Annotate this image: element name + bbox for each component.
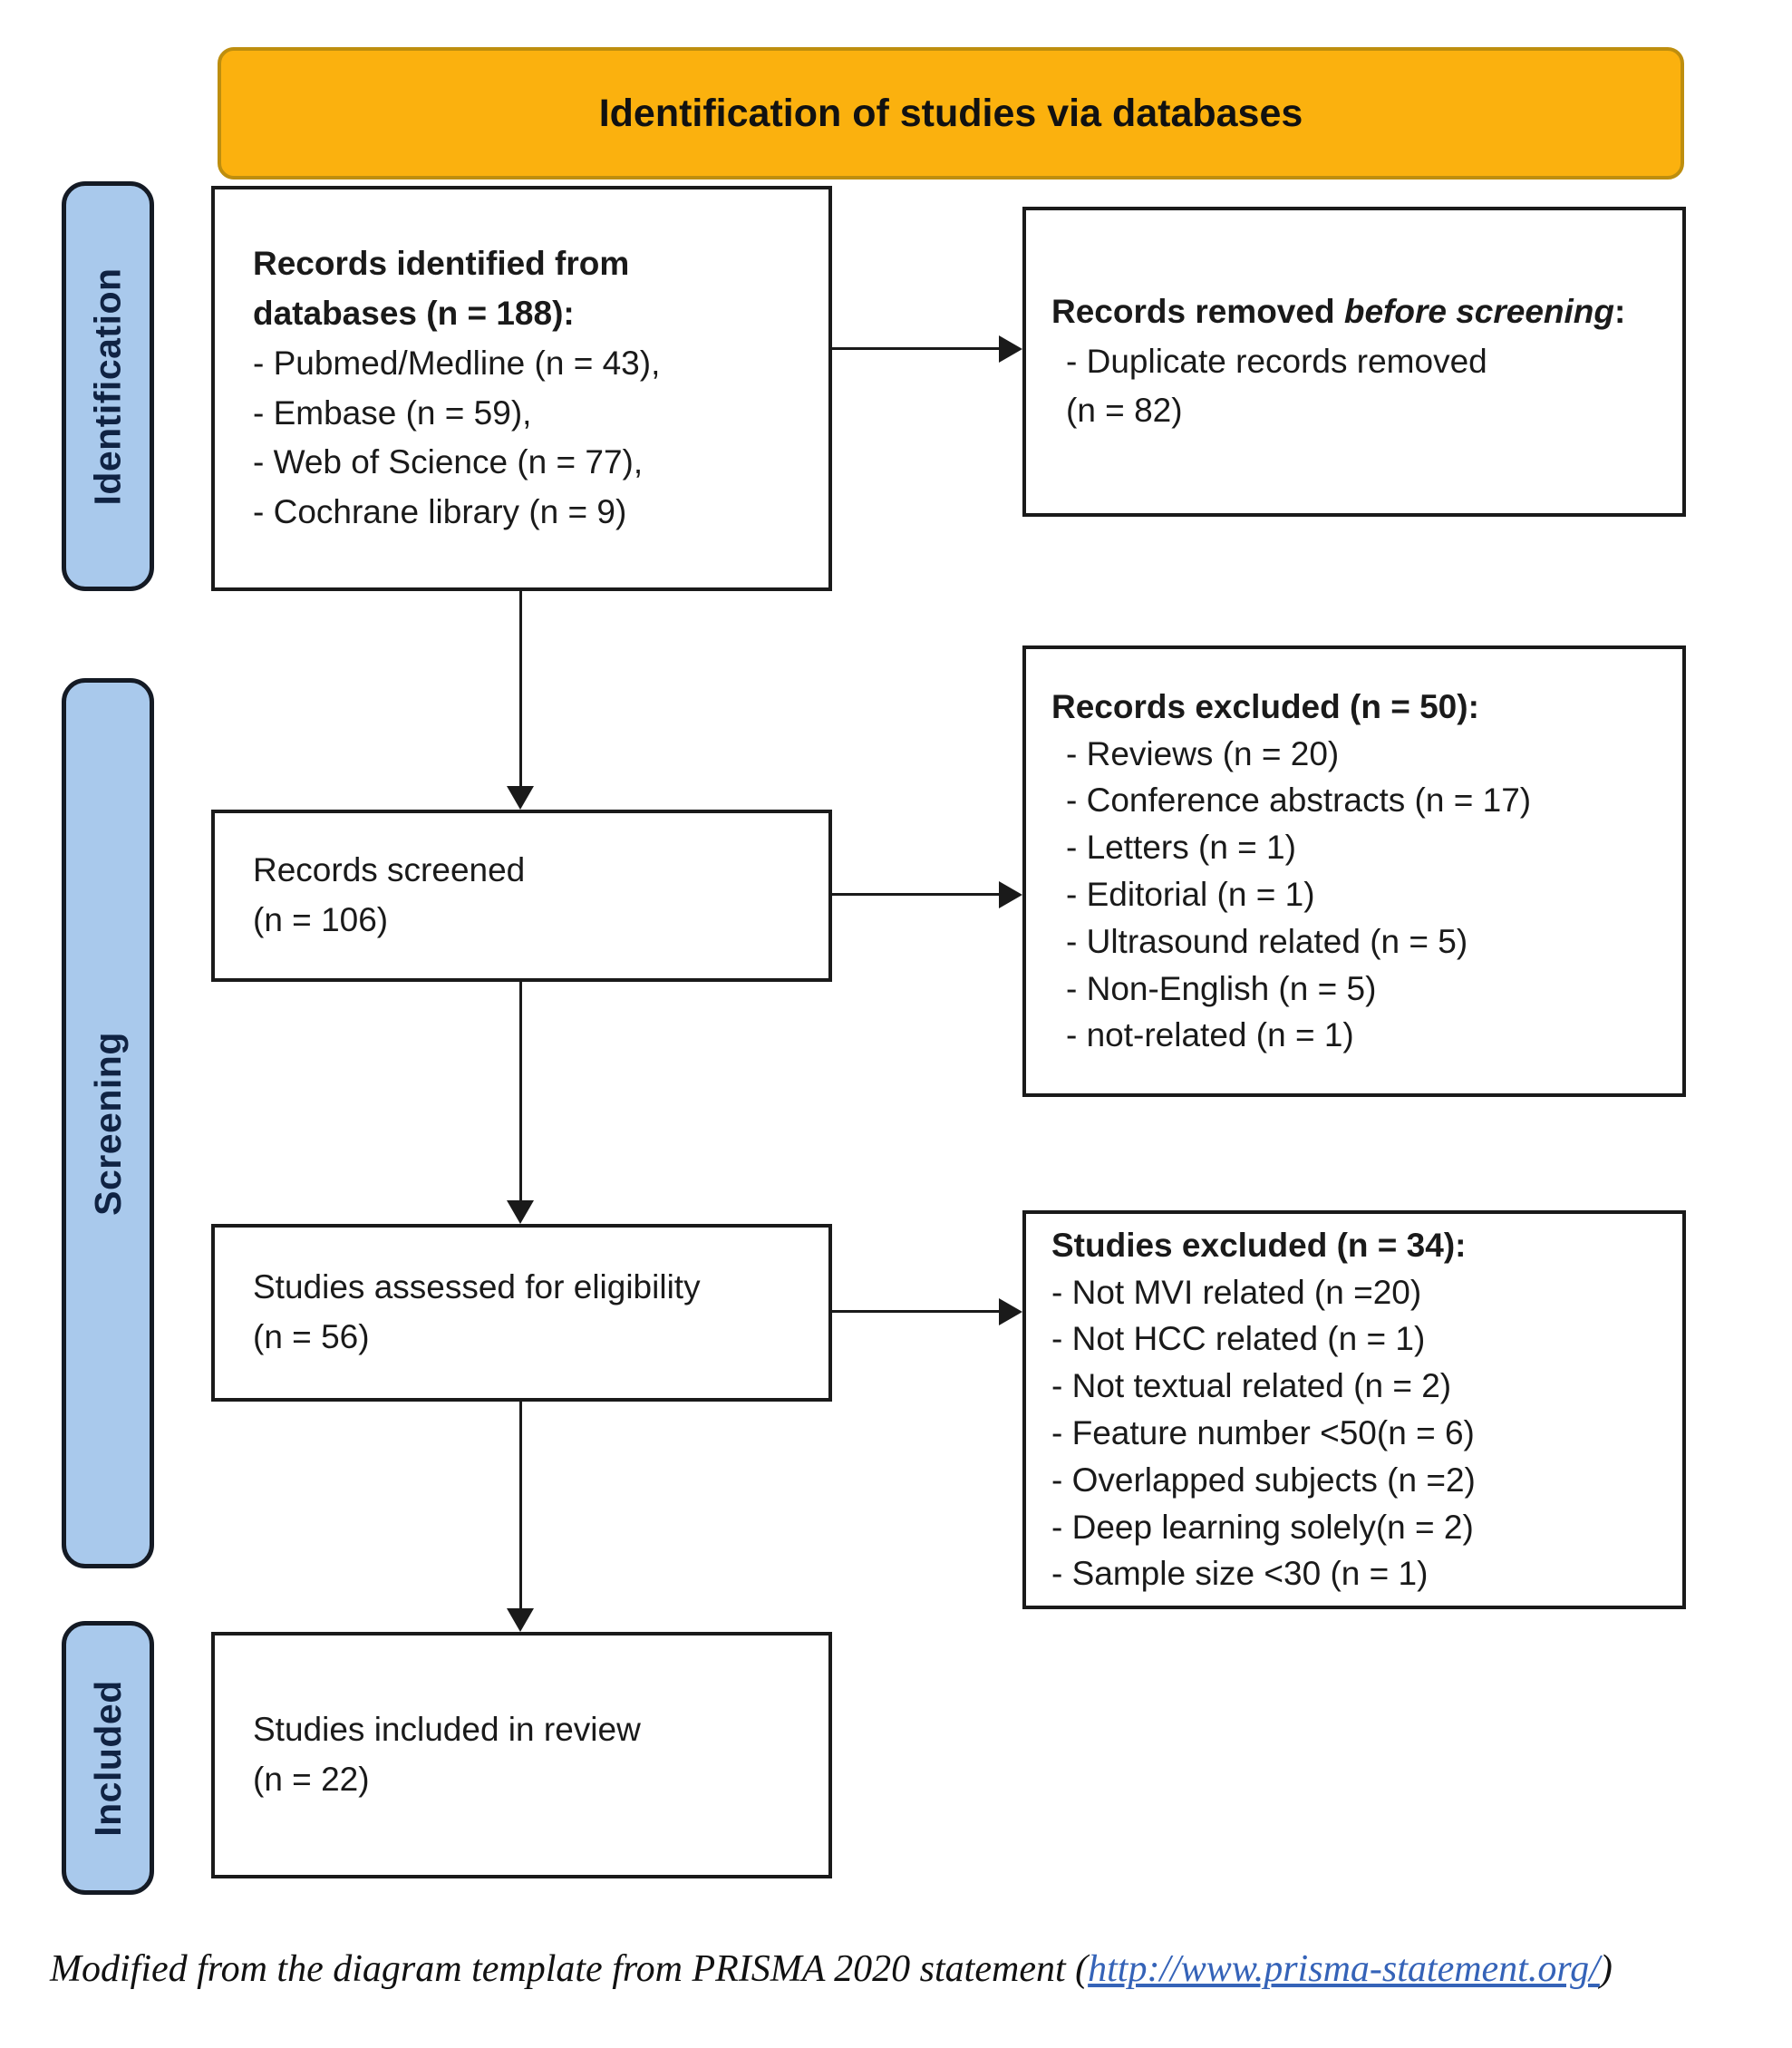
box-title: Records removed before screening: <box>1051 287 1664 337</box>
list-item: Records screened <box>253 851 526 889</box>
arrow-identified-to-screened-head <box>507 786 534 810</box>
list-item: - Pubmed/Medline (n = 43), <box>253 344 661 382</box>
box-title: Records identified from databases (n = 18… <box>253 239 810 339</box>
box-title: Records excluded (n = 50): <box>1051 687 1479 725</box>
box-items: - Duplicate records removed (n = 82) <box>1051 337 1664 437</box>
arrow-screened-to-assessed-head <box>507 1200 534 1224</box>
list-item: (n = 56) <box>253 1318 370 1355</box>
list-item: - Editorial (n = 1) <box>1066 876 1315 913</box>
list-item: - Sample size <30 (n = 1) <box>1051 1555 1429 1593</box>
list-item: - Ultrasound related (n = 5) <box>1066 922 1468 960</box>
box-items: - Pubmed/Medline (n = 43), - Embase (n = … <box>253 339 810 538</box>
list-item: databases (n = 188): <box>253 295 575 332</box>
banner: Identification of studies via databases <box>218 47 1684 180</box>
title-part: Records removed <box>1051 292 1344 330</box>
list-item: - Reviews (n = 20) <box>1066 734 1340 772</box>
footer-note: Modified from the diagram template from … <box>50 1947 1772 1991</box>
box-records-removed: Records removed before screening: - Dupl… <box>1022 207 1686 517</box>
list-item: (n = 22) <box>253 1761 370 1798</box>
box-records-identified: Records identified from databases (n = 18… <box>211 186 832 591</box>
arrow-assessed-to-included-head <box>507 1608 534 1632</box>
stage-label-text: Screening <box>86 1031 129 1216</box>
box-studies-included: Studies included in review (n = 22) <box>211 1632 832 1878</box>
list-item: - Web of Science (n = 77), <box>253 443 644 481</box>
box-items: - Reviews (n = 20) - Conference abstracts… <box>1051 731 1668 1060</box>
list-item: - Not textual related (n = 2) <box>1051 1367 1452 1405</box>
list-item: Records identified from <box>253 245 630 283</box>
list-item: Studies assessed for eligibility <box>253 1268 701 1306</box>
list-item: - Not HCC related (n = 1) <box>1051 1320 1426 1358</box>
box-records-screened: Records screened (n = 106) <box>211 810 832 982</box>
list-item: - Letters (n = 1) <box>1066 829 1296 867</box>
arrow-identified-to-removed-head <box>999 335 1022 363</box>
list-item: - Overlapped subjects (n =2) <box>1051 1461 1476 1499</box>
stage-label-screening: Screening <box>62 678 154 1568</box>
arrow-screened-to-assessed-line <box>519 982 522 1202</box>
box-studies-excluded: Studies excluded (n = 34): - Not MVI rel… <box>1022 1210 1686 1609</box>
arrow-assessed-to-excluded-head <box>999 1298 1022 1325</box>
list-item: - Not MVI related (n =20) <box>1051 1273 1422 1311</box>
arrow-identified-to-screened-line <box>519 591 522 788</box>
box-records-excluded: Records excluded (n = 50): - Reviews (n … <box>1022 645 1686 1097</box>
list-item: - Deep learning solely(n = 2) <box>1051 1508 1474 1546</box>
arrow-screened-to-excluded-line <box>832 893 1001 896</box>
stage-label-text: Included <box>86 1679 129 1837</box>
title-part: : <box>1614 292 1626 330</box>
box-studies-assessed: Studies assessed for eligibility (n = 56) <box>211 1224 832 1402</box>
list-item: Studies included in review <box>253 1711 641 1749</box>
list-item: - Conference abstracts (n = 17) <box>1066 781 1532 820</box>
title-part-italic: before screening <box>1343 292 1615 330</box>
arrow-assessed-to-excluded-line <box>832 1310 1001 1313</box>
list-item: - Non-English (n = 5) <box>1066 969 1377 1007</box>
list-item: - Feature number <50(n = 6) <box>1051 1414 1475 1451</box>
list-item: - Cochrane library (n = 9) <box>253 493 627 530</box>
box-title: Studies excluded (n = 34): <box>1051 1226 1467 1264</box>
box-items: - Not MVI related (n =20) - Not HCC relat… <box>1051 1269 1668 1598</box>
stage-label-text: Identification <box>86 267 129 506</box>
arrow-assessed-to-included-line <box>519 1402 522 1610</box>
box-lines: Studies assessed for eligibility (n = 56) <box>253 1263 810 1363</box>
list-item: - Embase (n = 59), <box>253 393 532 432</box>
list-item: (n = 106) <box>253 901 389 938</box>
list-item: - Duplicate records removed <box>1066 342 1487 380</box>
arrow-identified-to-removed-line <box>832 347 1001 350</box>
banner-title: Identification of studies via databases <box>598 91 1303 135</box>
list-item: (n = 82) <box>1066 392 1183 430</box>
stage-label-included: Included <box>62 1621 154 1895</box>
stage-label-identification: Identification <box>62 181 154 591</box>
box-lines: Studies included in review (n = 22) <box>253 1705 810 1805</box>
box-lines: Records screened (n = 106) <box>253 846 810 946</box>
arrow-screened-to-excluded-head <box>999 881 1022 908</box>
list-item: - not-related (n = 1) <box>1066 1016 1354 1054</box>
footer-text: Modified from the diagram template from … <box>50 1948 1089 1990</box>
prisma-statement-link[interactable]: http://www.prisma-statement.org/ <box>1088 1948 1600 1990</box>
footer-text: ) <box>1599 1948 1613 1990</box>
